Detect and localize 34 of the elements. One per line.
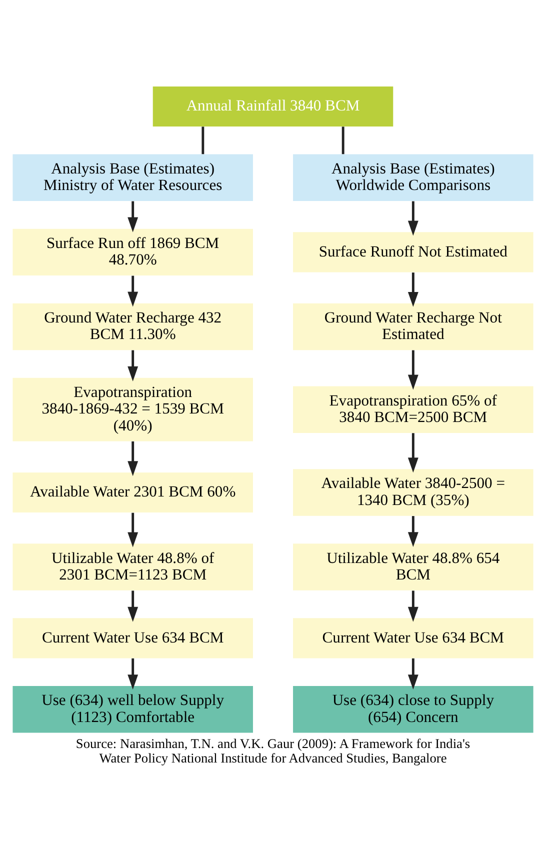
- arrow: [128, 200, 138, 232]
- node-box: Available Water 2301 BCM 60%: [12, 472, 253, 512]
- node-box: Available Water 3840-2500 = 1340 BCM (35%): [293, 468, 534, 516]
- arrow: [128, 658, 138, 690]
- connector: [342, 126, 344, 154]
- arrow: [408, 516, 418, 546]
- node-box: Evapotranspiration 65% of 3840 BCM=2500 BCM: [293, 386, 534, 432]
- arrow: [128, 512, 138, 547]
- arrow: [408, 432, 418, 472]
- node-box: Utilizable Water 48.8% of 2301 BCM=1123 BCM: [12, 543, 253, 590]
- node-box: Analysis Base (Estimates) Worldwide Comparisons: [293, 154, 534, 201]
- arrow: [128, 275, 138, 306]
- node-box: Ground Water Recharge 432 BCM 11.30%: [12, 302, 253, 350]
- arrow: [408, 658, 418, 690]
- node-box: Current Water Use 634 BCM: [12, 618, 253, 658]
- node-box: Evapotranspiration 3840-1869-432 = 1539 BCM (40%): [12, 377, 253, 441]
- caption: Source: Narasimhan, T.N. and V.K. Gaur (2009): A Framework for India's Water Policy National Institude for Advanced Studies, Bangalore: [76, 735, 470, 765]
- arrow: [408, 590, 418, 622]
- arrow: [128, 350, 138, 381]
- node-box: Analysis Base (Estimates) Ministry of Water Resources: [12, 154, 253, 201]
- node-box: Annual Rainfall 3840 BCM: [152, 86, 394, 126]
- node-box: Use (634) close to Supply (654) Concern: [293, 686, 534, 732]
- node-box: Utilizable Water 48.8% 654 BCM: [293, 543, 534, 590]
- arrow: [128, 590, 138, 622]
- node-box: Ground Water Recharge Not Estimated: [293, 302, 534, 350]
- node-box: Surface Runoff Not Estimated: [293, 232, 534, 272]
- node-box: Surface Run off 1869 BCM 48.70%: [12, 228, 253, 276]
- connector: [202, 126, 204, 154]
- node-box: Use (634) well below Supply (1123) Comfortable: [12, 686, 253, 732]
- arrow: [408, 200, 418, 236]
- node-box: Current Water Use 634 BCM: [293, 618, 534, 658]
- arrow: [408, 350, 418, 390]
- arrow: [128, 440, 138, 476]
- arrow: [408, 272, 418, 306]
